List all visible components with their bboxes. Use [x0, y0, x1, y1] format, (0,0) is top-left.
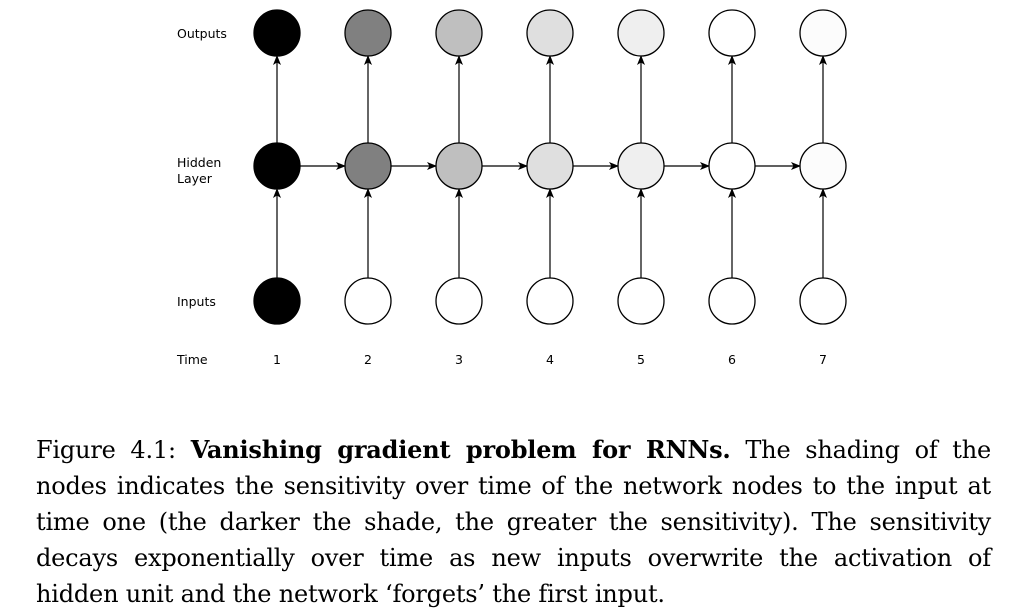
time-step-label: 5 [637, 352, 645, 367]
output-node-3 [435, 9, 483, 57]
caption-prefix: Figure 4.1: [36, 436, 191, 464]
hidden-node-2 [344, 142, 392, 190]
hidden-node-1 [253, 142, 301, 190]
row-label-time: Time [176, 352, 208, 367]
input-node-5 [617, 277, 665, 325]
input-node-6 [708, 277, 756, 325]
network-nodes [253, 9, 847, 325]
time-step-labels: 1 2 3 4 5 6 7 [273, 352, 827, 367]
time-step-label: 3 [455, 352, 463, 367]
input-node-7 [799, 277, 847, 325]
figure-caption: Figure 4.1: Vanishing gradient problem f… [36, 432, 991, 612]
output-node-7 [799, 9, 847, 57]
hidden-node-5 [617, 142, 665, 190]
rnn-unrolled-diagram: Outputs Hidden Layer Inputs Time 1 2 3 4 5 6 7 [176, 9, 847, 367]
output-node-4 [526, 9, 574, 57]
time-step-label: 7 [819, 352, 827, 367]
input-node-4 [526, 277, 574, 325]
hidden-node-3 [435, 142, 483, 190]
row-label-outputs: Outputs [177, 26, 227, 41]
hidden-node-7 [799, 142, 847, 190]
input-node-2 [344, 277, 392, 325]
output-node-5 [617, 9, 665, 57]
row-label-inputs: Inputs [177, 294, 216, 309]
time-step-label: 1 [273, 352, 281, 367]
network-connections [273, 55, 827, 278]
output-node-1 [253, 9, 301, 57]
caption-body: The shading of the nodes indicates the s… [36, 436, 992, 608]
time-step-label: 6 [728, 352, 736, 367]
output-node-2 [344, 9, 392, 57]
hidden-node-4 [526, 142, 574, 190]
time-step-label: 4 [546, 352, 554, 367]
caption-title: Vanishing gradient problem for RNNs. [190, 435, 731, 464]
output-node-6 [708, 9, 756, 57]
input-node-3 [435, 277, 483, 325]
row-label-hidden: Hidden [177, 155, 221, 170]
input-node-1 [253, 277, 301, 325]
row-label-layer: Layer [177, 171, 213, 186]
time-step-label: 2 [364, 352, 372, 367]
hidden-node-6 [708, 142, 756, 190]
